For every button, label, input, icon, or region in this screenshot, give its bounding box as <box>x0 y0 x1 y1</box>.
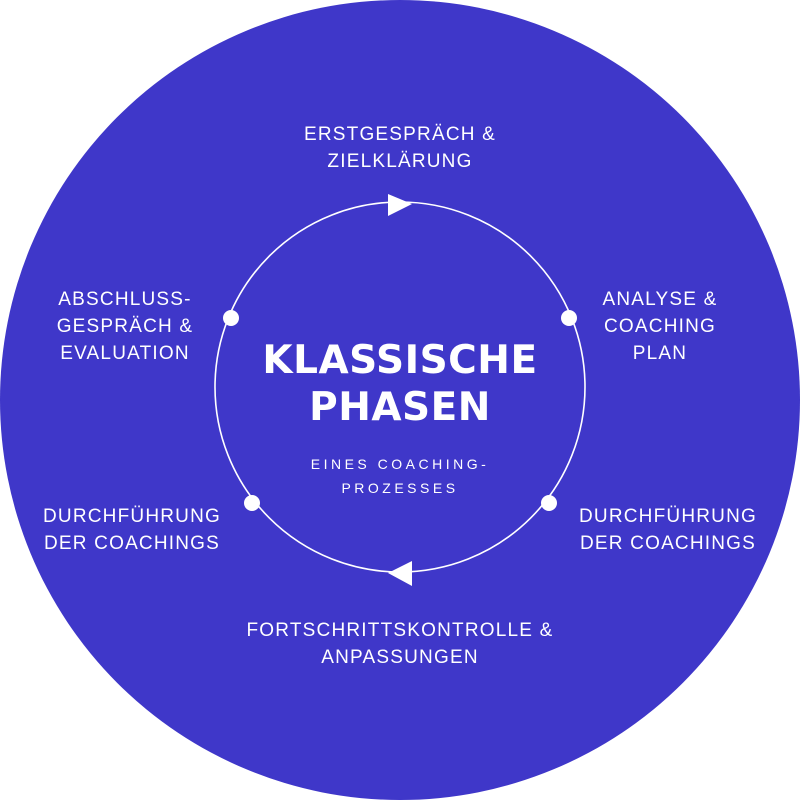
dot-icon <box>561 310 577 326</box>
diagram-subtitle-line: EINES COACHING- <box>310 456 490 472</box>
phase-label-analyse: ANALYSE & COACHING PLAN <box>590 286 730 367</box>
phase-label-line: EVALUATION <box>60 343 190 364</box>
phase-label-fortschritt: FORTSCHRITTSKONTROLLE & ANPASSUNGEN <box>230 617 570 671</box>
dot-icon <box>541 495 557 511</box>
phase-label-line: ZIELKLÄRUNG <box>327 151 473 172</box>
phase-label-line: DURCHFÜHRUNG <box>579 506 757 527</box>
phase-label-durchfuehrung-right: DURCHFÜHRUNG DER COACHINGS <box>568 503 768 557</box>
phase-label-erstgespraech: ERSTGESPRÄCH & ZIELKLÄRUNG <box>250 121 550 175</box>
dot-icon <box>223 310 239 326</box>
phase-label-line: FORTSCHRITTSKONTROLLE & <box>246 620 554 641</box>
diagram-title-line: KLASSISCHE <box>262 338 538 383</box>
diagram-subtitle-line: PROZESSES <box>341 480 459 496</box>
diagram-title: KLASSISCHE PHASEN <box>200 337 600 431</box>
phase-label-line: DER COACHINGS <box>43 533 221 554</box>
phase-label-durchfuehrung-left: DURCHFÜHRUNG DER COACHINGS <box>32 503 232 557</box>
phase-label-line: ERSTGESPRÄCH & <box>303 124 497 145</box>
dot-icon <box>244 495 260 511</box>
phase-label-abschluss: ABSCHLUSS- GESPRÄCH & EVALUATION <box>45 286 205 367</box>
triangle-right-icon <box>388 194 412 216</box>
phase-label-line: DER COACHINGS <box>579 533 757 554</box>
phase-label-line: COACHING <box>604 316 716 337</box>
phase-label-line: ANALYSE & <box>602 289 718 310</box>
phase-label-line: GESPRÄCH & <box>56 316 194 337</box>
diagram-title-line: PHASEN <box>309 385 491 430</box>
diagram-subtitle: EINES COACHING- PROZESSES <box>250 452 550 500</box>
triangle-left-icon <box>388 561 412 586</box>
phase-label-line: PLAN <box>632 343 688 364</box>
phase-label-line: ANPASSUNGEN <box>321 647 479 668</box>
phase-label-line: ABSCHLUSS- <box>58 289 192 310</box>
phase-label-line: DURCHFÜHRUNG <box>43 506 221 527</box>
